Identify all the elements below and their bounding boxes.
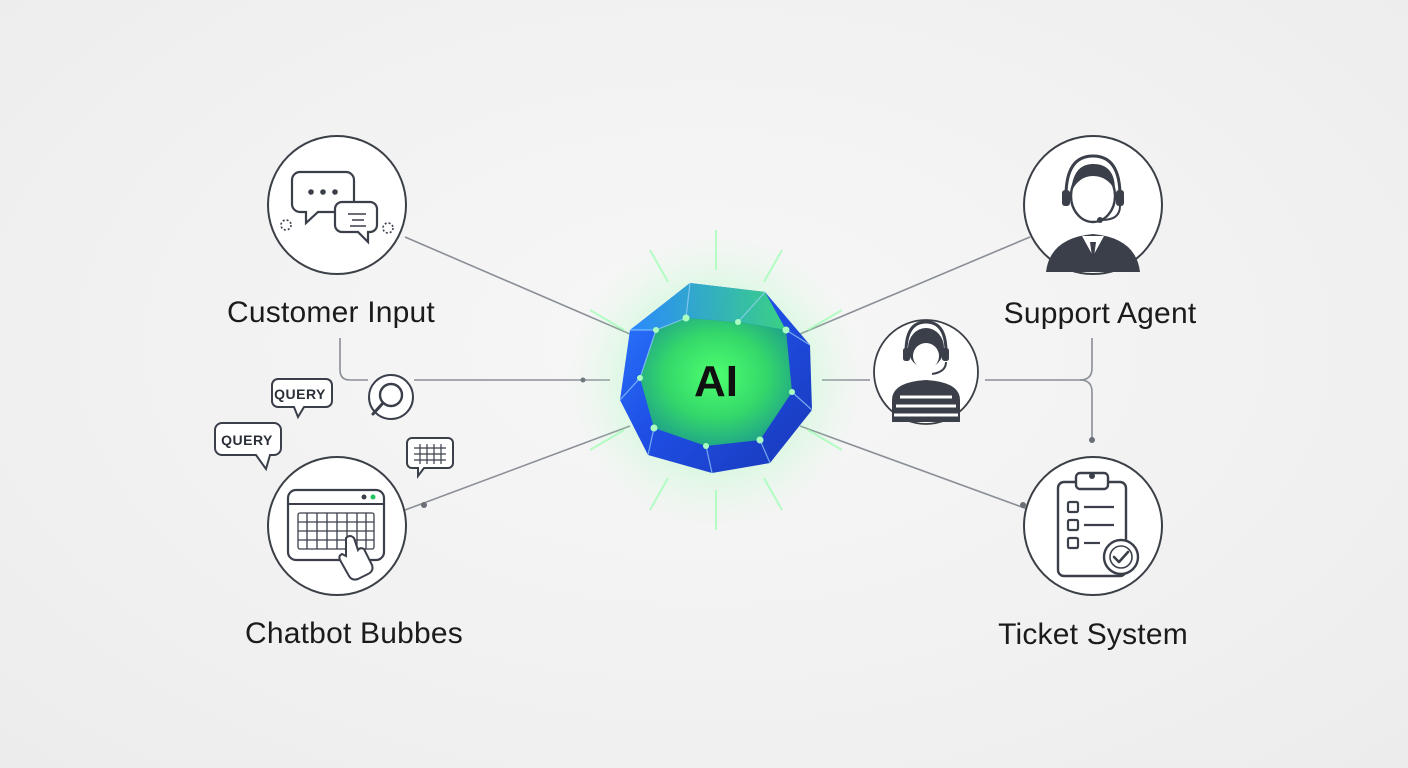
node-label: Customer Input [227,296,435,329]
dot-left-lower [421,502,427,508]
gem-face [640,318,792,446]
query-tag-upper: QUERY [271,378,333,420]
search-node [368,374,414,420]
keyboard-window-icon [286,488,386,562]
keyboard-bubble-icon [406,437,454,479]
node-label: Ticket System [998,618,1188,651]
gem-top-facet [630,283,786,330]
check-circle-icon [1102,538,1140,576]
query-tag-text: QUERY [274,386,326,402]
chat-bubbles-icon [290,170,379,245]
gem-sparkles [637,314,795,449]
query-tag-lower: QUERY [214,422,282,472]
sparkle-dots-icon [280,219,394,234]
node-label: Chatbot Bubbes [245,617,463,650]
query-tag-text: QUERY [221,432,273,448]
node-support-agent: Support Agent [1004,135,1197,330]
hub-label: AI [694,357,738,406]
hub-rays [589,230,843,530]
line-agent-branch [985,338,1093,381]
small-agent-node [873,319,979,425]
line-ticket-branch [1079,379,1093,440]
agent-headset-icon [892,320,960,422]
ai-hub: AI [566,230,866,530]
hand-pointer-icon [338,535,374,581]
node-ticket-system: Ticket System [998,456,1188,651]
node-chatbot-bubbles: Chatbot Bubbes [245,456,463,650]
dot-right-lower [1020,502,1026,508]
headset-agent-icon [1046,154,1140,272]
node-customer-input: Customer Input [227,135,435,329]
node-label: Support Agent [1004,297,1197,330]
dot-right-branch [1089,437,1095,443]
line-search-branch [339,338,368,381]
